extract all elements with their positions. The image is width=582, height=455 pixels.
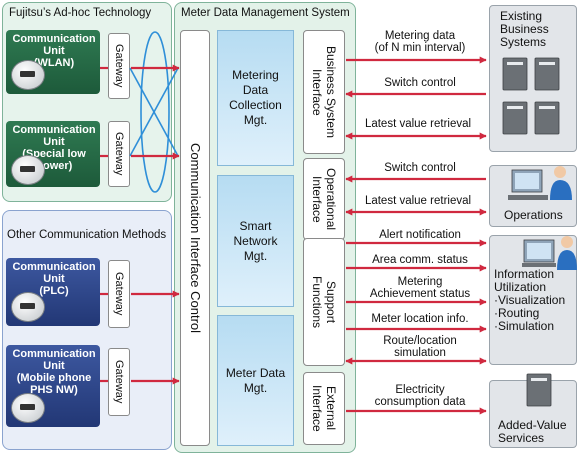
system-label: Operations	[504, 208, 563, 222]
mgt-label-line: Data	[242, 83, 269, 97]
unit-label-line: (WLAN)	[33, 57, 75, 69]
gateway-wlan: Gateway	[108, 33, 130, 99]
fujitsu-panel-title: Fujitsu’s Ad-hoc Technology	[9, 7, 152, 19]
flow-label-line: Achievement status	[369, 288, 471, 300]
unit-label-line: Unit	[43, 360, 65, 372]
flow-label: Electricity consumption data	[358, 384, 482, 408]
gateway-special-low-power: Gateway	[108, 121, 130, 187]
mgt-label-line: Mgt.	[243, 113, 268, 127]
metering-data-collection-mgt: Metering Data Collection Mgt.	[217, 30, 294, 166]
wireless-mesh-icon	[129, 31, 179, 193]
mdms-panel-title: Meter Data Management System	[181, 7, 350, 19]
mgt-label-line: Smart	[239, 218, 272, 233]
gateway-label: Gateway	[113, 44, 125, 88]
mgt-label-line: Mgt.	[243, 380, 268, 395]
gateway-mobile-phs: Gateway	[108, 348, 130, 416]
mgt-label-line: Network	[233, 233, 278, 248]
flow-label-line: Metering data	[384, 30, 456, 42]
flow-label: Metering data (of N min interval)	[358, 30, 482, 54]
flow-label: Metering Achievement status	[358, 276, 482, 300]
unit-label: Communication Unit (WLAN)	[12, 33, 96, 69]
system-label-line: Services	[498, 431, 545, 445]
system-label-line: Business	[500, 22, 549, 36]
meter-icon	[11, 292, 45, 322]
mgt-label-line: Metering	[232, 68, 279, 82]
interface-label-line: Support	[324, 280, 338, 324]
operator-pc-icon	[522, 236, 577, 270]
system-label: Existing Business Systems	[500, 10, 549, 49]
mgt-label-line: Mgt.	[243, 248, 268, 263]
flow-label: Alert notification	[379, 229, 461, 241]
interface-label-line: Interface	[310, 175, 324, 223]
flow-label: Route/location simulation	[358, 335, 482, 359]
flow-label: Switch control	[384, 162, 456, 174]
flow-label-line: Route/location	[383, 335, 457, 347]
gateway-label: Gateway	[113, 272, 125, 316]
interface-label-line: Interface	[310, 385, 324, 432]
unit-label-line: PHS NW)	[30, 384, 78, 396]
meter-icon	[11, 155, 45, 185]
system-label-line: Added-Value	[498, 418, 567, 432]
operator-pc-icon	[508, 166, 572, 200]
unit-label-line: Unit	[43, 45, 65, 57]
other-panel-title: Other Communication Methods	[7, 229, 167, 241]
system-label-line: Utilization	[494, 280, 547, 294]
unit-label: Communication Unit (PLC)	[12, 261, 96, 297]
unit-label-line: (Mobile phone	[16, 372, 92, 384]
comm-interface-control-label: Communication Interface Control	[188, 142, 203, 334]
comm-unit-wlan: Communication Unit (WLAN)	[6, 30, 100, 94]
unit-label-line: Communication	[12, 261, 96, 273]
comm-unit-special-low-power: Communication Unit (Special low Power)	[6, 121, 100, 187]
unit-label-line: Communication	[12, 33, 96, 45]
flow-label-line: consumption data	[374, 396, 466, 408]
unit-label-line: Unit	[43, 273, 65, 285]
interface-label-line: Business System	[324, 45, 338, 139]
interface-label-line: Operational	[324, 167, 338, 231]
gateway-label: Gateway	[113, 132, 125, 176]
mgt-label-line: Collection	[229, 98, 282, 112]
flow-label-line: Metering	[397, 276, 443, 288]
flow-label: Area comm. status	[372, 254, 468, 266]
system-label-line: Information	[494, 267, 555, 281]
smart-network-mgt: Smart Network Mgt.	[217, 175, 294, 307]
flow-label-line: Electricity	[395, 384, 445, 396]
comm-unit-plc: Communication Unit (PLC)	[6, 258, 100, 326]
interface-label-line: Functions	[310, 275, 324, 329]
unit-label-line: Unit	[43, 136, 65, 148]
flow-label-line: simulation	[394, 347, 446, 359]
unit-label-line: Communication	[12, 124, 96, 136]
system-label: Added-Value Services	[498, 419, 567, 445]
meter-icon	[11, 60, 45, 90]
meter-data-mgt: Meter Data Mgt.	[217, 315, 294, 446]
interface-label-line: External	[324, 386, 338, 431]
gateway-plc: Gateway	[108, 260, 130, 328]
flow-label-line: (of N min interval)	[374, 42, 466, 54]
flow-label: Latest value retrieval	[364, 195, 472, 207]
unit-label: Communication Unit (Mobile phone PHS NW)	[12, 348, 96, 396]
meter-icon	[11, 393, 45, 423]
system-label-line: ·Visualization	[494, 293, 566, 307]
system-label-line: Existing	[500, 9, 543, 23]
unit-label-line: (PLC)	[39, 285, 69, 297]
flow-label: Latest value retrieval	[364, 118, 472, 130]
interface-label-line: Interface	[310, 68, 324, 116]
unit-label-line: Communication	[12, 348, 96, 360]
server-icon	[502, 57, 560, 407]
gateway-label: Gateway	[113, 360, 125, 404]
communication-interface-control: Communication Interface Control	[180, 30, 210, 446]
mgt-label-line: Meter Data	[225, 365, 286, 380]
system-label-line: Systems	[500, 35, 547, 49]
system-label: Information Utilization ·Visualization ·…	[494, 268, 565, 333]
system-label-line: ·Routing	[494, 306, 540, 320]
flow-label: Switch control	[384, 77, 456, 89]
flow-label: Meter location info.	[371, 313, 469, 325]
system-label-line: ·Simulation	[494, 319, 555, 333]
comm-unit-mobile-phs: Communication Unit (Mobile phone PHS NW)	[6, 345, 100, 427]
